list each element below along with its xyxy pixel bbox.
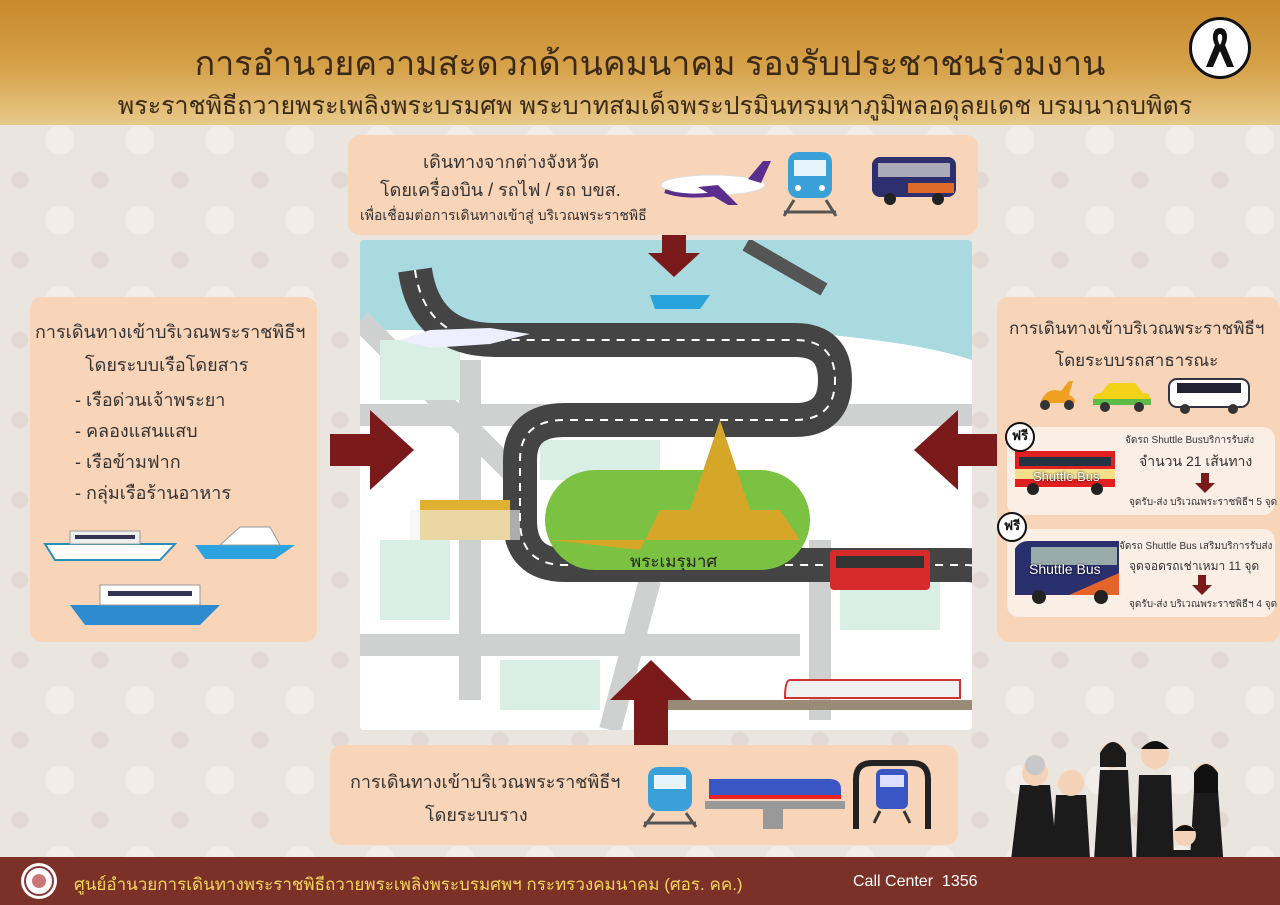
public-transport-subtitle: โดยระบบรถสาธารณะ [1055, 351, 1219, 370]
card2-line2: จุดจอดรถเช่าเหมา 11 จุด [1129, 559, 1260, 573]
yacht-icon [43, 530, 178, 561]
page-subtitle: พระราชพิธีถวายพระเพลิงพระบรมศพ พระบาทสมเ… [117, 92, 1193, 120]
free-badge: ฟรี [997, 512, 1027, 542]
map-illustration [360, 240, 972, 730]
skytrain-icon [705, 779, 845, 829]
arrow-down-small-icon [1192, 575, 1212, 595]
black-ribbon-icon [1189, 17, 1251, 79]
boat-item: - เรือข้ามฟาก [75, 452, 181, 472]
card1-line2: จำนวน 21 เส้นทาง [1139, 453, 1253, 469]
arrow-left-icon [914, 410, 998, 490]
shuttle-card-2: Shuttle Bus จัดรถ Shuttle Bus เสริมบริกา… [1007, 529, 1278, 617]
intercity-modes: โดยเครื่องบิน / รถไฟ / รถ บขส. [380, 180, 621, 200]
boat-subtitle: โดยระบบเรือโดยสาร [85, 355, 249, 375]
train-icon [642, 767, 698, 828]
coach-shuttle-bus-icon [1015, 541, 1119, 604]
arrow-down-small-icon [1195, 473, 1215, 493]
boat-item: - กลุ่มเรือร้านอาหาร [75, 483, 232, 503]
coach-bus-icon [872, 157, 956, 205]
train-icon [782, 152, 838, 217]
public-transport-box: การเดินทางเข้าบริเวณพระราชพิธีฯ โดยระบบร… [997, 297, 1280, 642]
meru-label: พระเมรุมาศ [630, 552, 718, 571]
arrow-down-icon [648, 235, 700, 277]
airplane-icon [660, 161, 771, 205]
shuttle-bus-label: Shuttle Bus [1029, 561, 1101, 577]
header-banner: การอำนวยความสะดวกด้านคมนาคม รองรับประชาช… [0, 0, 1280, 125]
card1-line1: จัดรถ Shuttle Busบริการรับส่ง [1125, 435, 1255, 446]
rail-subtitle: โดยระบบราง [425, 805, 528, 825]
card1-line3: จุดรับ-ส่ง บริเวณพระราชพิธีฯ 5 จุด [1129, 497, 1278, 508]
boat-title: การเดินทางเข้าบริเวณพระราชพิธีฯ [35, 322, 306, 342]
shuttle-bus-label: Shuttle Bus [1033, 469, 1100, 484]
page-title: การอำนวยความสะดวกด้านคมนาคม รองรับประชาช… [194, 45, 1106, 83]
boat-item: - เรือด่วนเจ้าพระยา [75, 390, 226, 410]
public-transport-title: การเดินทางเข้าบริเวณพระราชพิธีฯ [1009, 319, 1265, 338]
motorbike-icon [1040, 381, 1075, 410]
boat-item: - คลองแสนแสบ [75, 421, 198, 441]
boat-travel-box: การเดินทางเข้าบริเวณพระราชพิธีฯ โดยระบบเ… [30, 297, 317, 642]
taxi-icon [1093, 383, 1151, 412]
shuttle-card-1: Shuttle Bus จัดรถ Shuttle Busบริการรับส่… [1007, 427, 1278, 515]
footer-org-text: ศูนย์อำนวยการเดินทางพระราชพิธีถวายพระเพล… [74, 875, 743, 894]
rail-title: การเดินทางเข้าบริเวณพระราชพิธีฯ [350, 772, 621, 792]
subway-icon [853, 760, 931, 829]
free-badge: ฟรี [1005, 422, 1035, 452]
call-center-number: Call Center 1356 [853, 873, 978, 890]
van-icon [1168, 378, 1250, 414]
ferry-icon [70, 584, 220, 625]
arrow-right-icon [330, 410, 414, 490]
arrow-up-icon [610, 660, 692, 746]
ministry-seal-icon [21, 863, 57, 899]
intercity-note: เพื่อเชื่อมต่อการเดินทางเข้าสู่ บริเวณพร… [360, 207, 647, 223]
intercity-travel-box: เดินทางจากต่างจังหวัด โดยเครื่องบิน / รถ… [348, 135, 978, 235]
rail-travel-box: การเดินทางเข้าบริเวณพระราชพิธีฯ โดยระบบร… [330, 745, 958, 845]
card2-line1: จัดรถ Shuttle Bus เสริมบริการรับส่ง [1119, 541, 1273, 552]
card2-line3: จุดรับ-ส่ง บริเวณพระราชพิธีฯ 4 จุด [1129, 599, 1278, 610]
footer-bar: ศูนย์อำนวยการเดินทางพระราชพิธีถวายพระเพล… [0, 857, 1280, 905]
speedboat-icon [195, 526, 295, 559]
intercity-title: เดินทางจากต่างจังหวัด [423, 152, 600, 172]
ceremony-area-map: พระเมรุมาศ [360, 240, 972, 730]
red-shuttle-bus-icon [1015, 451, 1115, 495]
